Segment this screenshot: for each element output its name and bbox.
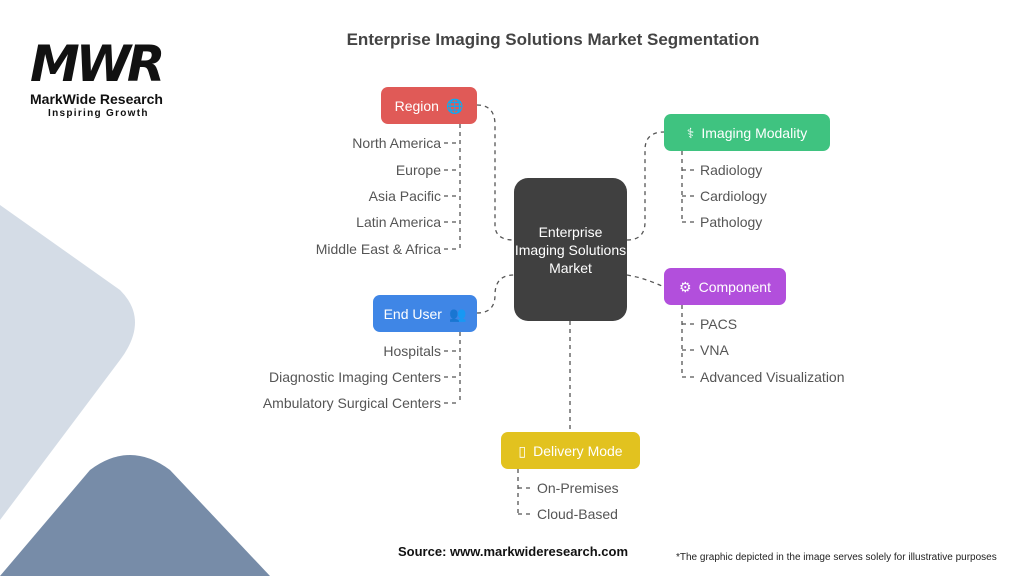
- page-title: Enterprise Imaging Solutions Market Segm…: [346, 30, 760, 49]
- logo-name: MarkWide Research: [30, 91, 163, 107]
- globe-icon: 🌐: [445, 97, 464, 114]
- list-item: Radiology: [700, 162, 763, 178]
- end-user-node: End User 👥: [373, 295, 477, 332]
- list-item: Advanced Visualization: [700, 369, 845, 385]
- disclaimer-note: *The graphic depicted in the image serve…: [676, 552, 997, 563]
- center-label: Enterprise Imaging Solutions Market: [514, 223, 627, 276]
- logo-mark: MWR: [30, 35, 165, 93]
- component-node: ⚙ Component: [664, 268, 786, 305]
- list-item: Latin America: [356, 214, 441, 230]
- list-item: Ambulatory Surgical Centers: [262, 395, 441, 411]
- imaging-modality-node: ⚕ Imaging Modality: [664, 114, 830, 151]
- list-item: Diagnostic Imaging Centers: [269, 369, 441, 385]
- users-cart-icon: 👥: [448, 305, 467, 322]
- list-item: On-Premises: [537, 480, 619, 496]
- list-item: Europe: [395, 162, 441, 178]
- list-item: Cloud-Based: [537, 506, 618, 522]
- delivery-mode-node: ▯ Delivery Mode: [501, 432, 640, 469]
- list-item: North America: [352, 135, 441, 151]
- list-item: Asia Pacific: [368, 188, 441, 204]
- list-item: Pathology: [700, 214, 763, 230]
- component-label: Component: [698, 278, 771, 295]
- device-server-icon: ▯: [518, 442, 527, 459]
- source-text: Source: www.markwideresearch.com: [398, 544, 629, 559]
- user-gear-icon: ⚙: [679, 278, 692, 295]
- list-item: Middle East & Africa: [315, 241, 441, 257]
- list-item: VNA: [700, 342, 729, 358]
- region-node: Region 🌐: [381, 87, 477, 124]
- delivery-mode-label: Delivery Mode: [533, 442, 623, 459]
- region-label: Region: [394, 97, 439, 114]
- list-item: PACS: [700, 316, 738, 332]
- logo-tagline: Inspiring Growth: [48, 108, 149, 119]
- list-item: Cardiology: [700, 188, 767, 204]
- center-node: Enterprise Imaging Solutions Market: [514, 178, 627, 321]
- imaging-modality-label: Imaging Modality: [701, 124, 808, 141]
- end-user-label: End User: [383, 305, 442, 322]
- list-item: Hospitals: [383, 343, 441, 359]
- medical-imaging-icon: ⚕: [686, 124, 695, 141]
